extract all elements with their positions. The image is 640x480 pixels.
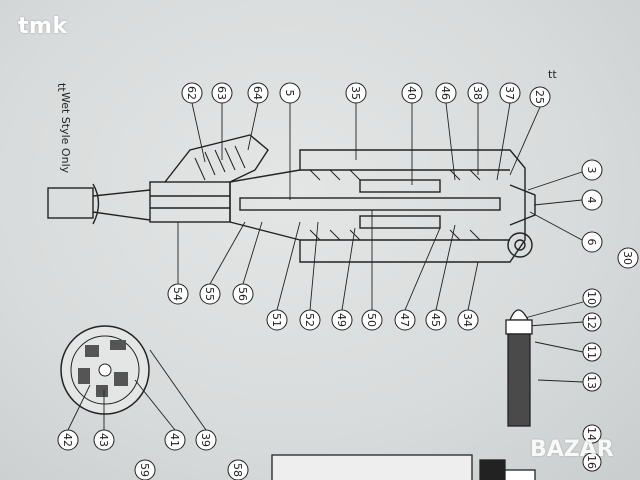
callout-50: 50	[361, 309, 383, 331]
callout-3: 3	[581, 159, 603, 181]
callout-55: 55	[199, 283, 221, 305]
svg-text:25: 25	[533, 90, 546, 104]
callout-38: 38	[467, 82, 489, 104]
svg-text:10: 10	[585, 291, 598, 305]
callout-row-top: 62 63 64 5 35 40 46 38 37 25 tt	[181, 68, 557, 108]
svg-text:3: 3	[585, 167, 598, 174]
leaders-lower	[67, 349, 207, 431]
watermark-logo: tmk	[18, 14, 68, 39]
svg-text:13: 13	[585, 375, 598, 389]
svg-text:46: 46	[439, 86, 452, 100]
callout-43: 43	[93, 429, 115, 451]
svg-text:37: 37	[503, 86, 516, 100]
svg-text:49: 49	[335, 313, 348, 327]
callout-37: 37	[499, 82, 521, 104]
svg-text:63: 63	[215, 86, 228, 100]
callout-42: 42	[57, 429, 79, 451]
callout-34: 34	[457, 309, 479, 331]
cylinder-detail	[60, 325, 150, 415]
wet-style-note: Wet Style Only	[59, 92, 72, 174]
callout-13: 13	[582, 372, 602, 392]
svg-text:47: 47	[398, 313, 411, 327]
leaders-bottom	[177, 210, 479, 311]
callout-54: 54	[167, 283, 189, 305]
callout-45: 45	[425, 309, 447, 331]
leaders-top	[191, 102, 541, 200]
callout-16: 16	[582, 452, 602, 472]
callout-5: 5	[279, 82, 301, 104]
svg-text:64: 64	[251, 86, 264, 100]
shaft-assembly	[479, 309, 536, 480]
callout-51: 51	[266, 309, 288, 331]
callout-12: 12	[582, 312, 602, 332]
callout-30: 30	[617, 247, 639, 269]
svg-text:34: 34	[461, 313, 474, 327]
svg-text:50: 50	[365, 313, 378, 327]
svg-text:51: 51	[270, 313, 283, 327]
callout-14: 14	[582, 424, 602, 444]
watermark-bazar: BAZAR	[530, 437, 614, 462]
mark-25: tt	[548, 68, 557, 81]
callout-56: 56	[232, 283, 254, 305]
callout-40: 40	[401, 82, 423, 104]
callout-41: 41	[164, 429, 186, 451]
svg-text:62: 62	[185, 86, 198, 100]
svg-text:11: 11	[585, 345, 598, 359]
svg-text:40: 40	[405, 86, 418, 100]
callout-58: 58	[227, 459, 249, 480]
callout-35: 35	[345, 82, 367, 104]
svg-text:16: 16	[585, 455, 598, 469]
svg-text:39: 39	[199, 433, 212, 447]
svg-text:55: 55	[203, 287, 216, 301]
callout-52: 52	[299, 309, 321, 331]
callout-row-right: 3 4 6 30 10 12 11 13 14 16	[581, 159, 639, 472]
leaders-right	[524, 171, 584, 383]
svg-text:30: 30	[621, 251, 634, 265]
svg-text:14: 14	[585, 427, 598, 441]
callout-39: 39	[195, 429, 217, 451]
callout-6: 6	[581, 231, 603, 253]
callout-row-bottom: 54 55 56 51 52 49 50 47 45 34	[167, 283, 479, 331]
svg-text:38: 38	[471, 86, 484, 100]
callout-25: 25	[529, 86, 551, 108]
svg-text:6: 6	[585, 239, 598, 246]
callout-4: 4	[581, 189, 603, 211]
callout-59: 59	[134, 459, 156, 480]
callout-64: 64	[247, 82, 269, 104]
svg-text:5: 5	[283, 90, 296, 97]
callout-47: 47	[394, 309, 416, 331]
svg-text:45: 45	[429, 313, 442, 327]
svg-text:43: 43	[97, 433, 110, 447]
svg-text:58: 58	[231, 463, 244, 477]
svg-text:56: 56	[236, 287, 249, 301]
callout-11: 11	[582, 342, 602, 362]
svg-text:4: 4	[585, 197, 598, 204]
svg-text:54: 54	[171, 287, 184, 301]
svg-text:12: 12	[585, 315, 598, 329]
svg-text:52: 52	[303, 313, 316, 327]
callout-49: 49	[331, 309, 353, 331]
callout-10: 10	[582, 288, 602, 308]
svg-text:41: 41	[168, 433, 181, 447]
note-mark: tt	[55, 83, 68, 92]
svg-text:42: 42	[61, 433, 74, 447]
lower-body	[271, 454, 473, 480]
callout-62: 62	[181, 82, 203, 104]
callout-46: 46	[435, 82, 457, 104]
callout-63: 63	[211, 82, 233, 104]
svg-text:59: 59	[138, 463, 151, 477]
svg-text:35: 35	[349, 86, 362, 100]
main-assembly	[47, 134, 536, 263]
